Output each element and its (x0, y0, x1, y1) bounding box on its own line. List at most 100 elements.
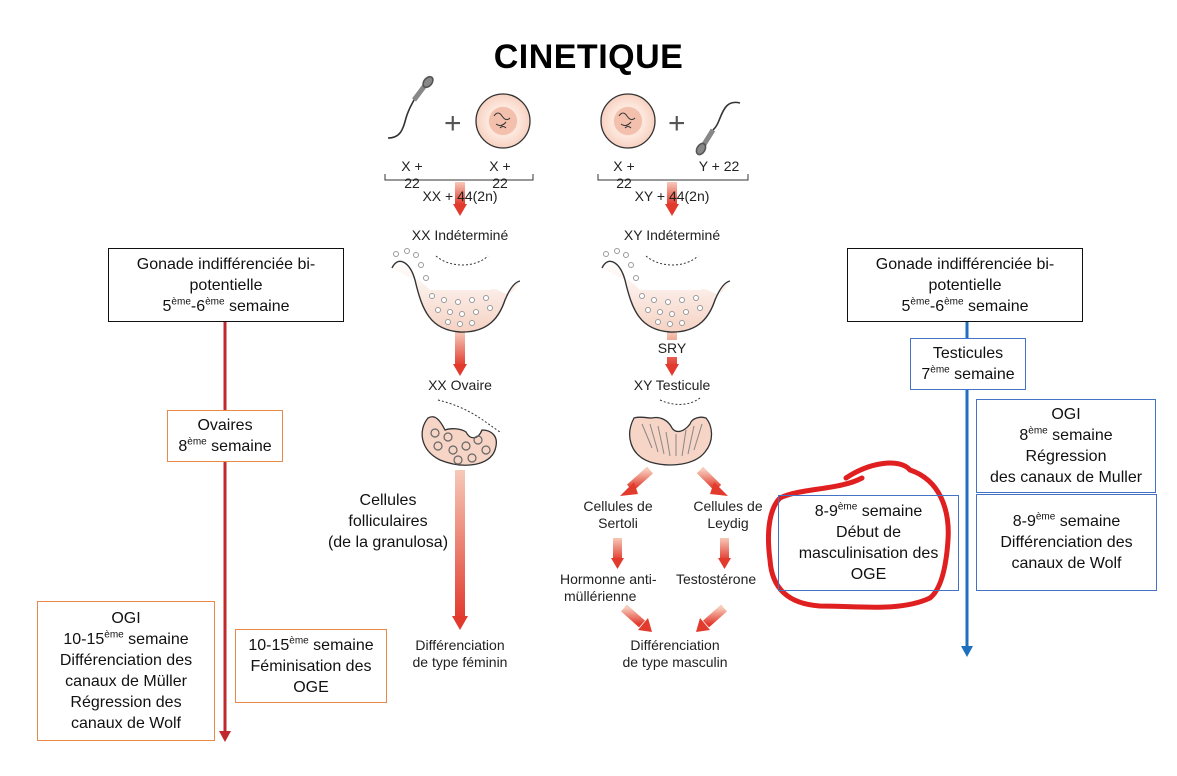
amh-label: Hormonne anti- müllérienne (560, 571, 670, 605)
gamete-label-female-1: X + 22 (401, 158, 423, 191)
left-gonade-line2: potentielle (189, 276, 263, 294)
arrow-head-to-leydig (710, 482, 728, 496)
cellules-line2: folliculaires (348, 513, 428, 530)
arrow-shaft-sertoli-amh (613, 538, 622, 560)
sperm-icon-female (387, 75, 434, 139)
stage-label-xx-ovaire: XX Ovaire (428, 377, 492, 393)
arrow-head-to-sertoli (620, 482, 638, 496)
right-oge-line2: Début de (836, 524, 901, 541)
right-oge-line4: OGE (850, 566, 887, 583)
left-cellules-label: Cellules folliculaires (de la granulosa) (318, 490, 458, 553)
arrow-head-amh-to-result (638, 618, 652, 632)
right-testicules-line1: Testicules (932, 345, 1004, 362)
male-timeline-arrowhead (961, 646, 973, 657)
right-wolf-box: 8-9ème semaine Différenciation des canau… (976, 494, 1157, 591)
zygote-label-female: XX + 44(2n) (422, 188, 498, 204)
right-gonade-line2: potentielle (928, 276, 1002, 294)
arrow-head-leydig-testo (718, 558, 731, 569)
ovary-illustration (421, 399, 501, 466)
left-ogi-line1: OGI (111, 610, 141, 627)
right-ogi-line2: 8ème semaine (1019, 425, 1113, 444)
arrow-shaft-female-2 (455, 332, 465, 366)
bracket-female (384, 174, 534, 181)
result-female-line2: de type féminin (412, 654, 508, 670)
right-oge-line3: masculinisation des (798, 545, 939, 562)
arrow-shaft-leydig-testo (720, 538, 729, 560)
page-title: CINETIQUE (493, 38, 684, 76)
arrow-head-sertoli-amh (611, 558, 624, 569)
gamete-label-male-2: Y + 22 (698, 158, 740, 174)
plus-icon-female: + (444, 107, 462, 140)
amh-line2: müllérienne (564, 588, 637, 604)
right-testicules-line2: 7ème semaine (921, 364, 1015, 383)
result-male-line1: Différenciation (630, 637, 720, 653)
right-wolf-line2: Différenciation des (1000, 534, 1133, 551)
right-ogi-line1: OGI (1051, 406, 1081, 423)
arrow-shaft-female-1 (455, 182, 465, 204)
right-testicules-box: Testicules 7ème semaine (910, 338, 1026, 390)
left-ovaires-line2: 8ème semaine (178, 436, 272, 455)
left-ovaires-line1: Ovaires (197, 417, 253, 434)
left-ogi-line4: canaux de Müller (65, 673, 187, 690)
leydig-line1: Cellules de (693, 498, 763, 514)
left-oge-box: 10-15ème semaine Féminisation des OGE (235, 629, 387, 703)
stage-label-xy-indetermine: XY Indéterminé (623, 227, 721, 243)
result-label-female: Différenciation de type féminin (400, 637, 520, 671)
sertoli-cells-label: Cellules de Sertoli (570, 498, 666, 532)
right-wolf-line3: canaux de Wolf (1011, 555, 1122, 572)
right-ogi-box: OGI 8ème semaine Régression des canaux d… (976, 399, 1156, 493)
arrow-head-female-1 (453, 204, 467, 216)
arrow-testo-to-result (703, 604, 727, 628)
ovum-icon-male (600, 93, 656, 149)
stage-label-xy-testicule: XY Testicule (633, 377, 711, 393)
right-oge-line1: 8-9ème semaine (814, 501, 923, 520)
left-ogi-line3: Différenciation des (59, 652, 193, 669)
stage-label-xx-indetermine: XX Indéterminé (411, 227, 509, 243)
leydig-cells-label: Cellules de Leydig (680, 498, 776, 532)
arrow-amh-to-result (621, 604, 645, 628)
right-ogi-line4: des canaux de Muller (989, 469, 1143, 486)
right-gonade-line1: Gonade indifférenciée bi- (875, 255, 1055, 273)
left-oge-line1: 10-15ème semaine (248, 635, 374, 654)
arrow-shaft-male-1 (667, 182, 677, 204)
arrow-head-male-2 (665, 364, 679, 376)
left-oge-line3: OGE (293, 678, 329, 696)
amh-line1: Hormonne anti- (560, 571, 657, 587)
left-gonade-line1: Gonade indifférenciée bi- (136, 255, 316, 273)
sperm-icon-male (695, 101, 741, 156)
result-label-male: Différenciation de type masculin (610, 637, 740, 671)
sertoli-line2: Sertoli (598, 515, 638, 531)
plus-icon-male: + (668, 107, 686, 140)
female-timeline-arrowhead (219, 731, 231, 742)
testosterone-label: Testostérone (676, 571, 757, 587)
arrow-head-testo-to-result (696, 618, 710, 632)
arrow-shaft-female-3 (455, 470, 465, 618)
left-gonade-box: Gonade indifférenciée bi- potentielle 5è… (108, 248, 344, 322)
result-female-line1: Différenciation (415, 637, 505, 653)
left-ogi-line6: canaux de Wolf (71, 715, 181, 732)
indeterminate-gonad-female-illustration (391, 248, 521, 333)
right-ogi-line3: Régression (1025, 448, 1107, 465)
zygote-label-male: XY + 44(2n) (634, 188, 710, 204)
indeterminate-gonad-male-illustration (601, 248, 731, 333)
leydig-line2: Leydig (707, 515, 749, 531)
gamete-label-male-1: X + 22 (613, 158, 635, 191)
testicle-illustration (629, 397, 713, 466)
arrow-head-female-3 (452, 616, 468, 630)
left-ogi-line2: 10-15ème semaine (63, 629, 189, 648)
right-oge-box: 8-9ème semaine Début de masculinisation … (778, 495, 959, 591)
left-ovaires-box: Ovaires 8ème semaine (167, 410, 283, 462)
ovum-icon-female (475, 93, 531, 149)
right-gonade-box: Gonade indifférenciée bi- potentielle 5è… (847, 248, 1083, 322)
result-male-line2: de type masculin (622, 654, 728, 670)
right-gonade-line3: 5ème-6ème semaine (901, 296, 1029, 315)
cellules-line3: (de la granulosa) (327, 534, 449, 551)
right-wolf-line1: 8-9ème semaine (1012, 511, 1121, 530)
cellules-line1: Cellules (359, 492, 417, 509)
sertoli-line1: Cellules de (583, 498, 653, 514)
left-gonade-line3: 5ème-6ème semaine (162, 296, 290, 315)
left-oge-line2: Féminisation des (250, 657, 372, 675)
arrow-head-male-1 (665, 204, 679, 216)
sry-label: SRY (642, 340, 702, 357)
left-ogi-box: OGI 10-15ème semaine Différenciation des… (37, 601, 215, 741)
